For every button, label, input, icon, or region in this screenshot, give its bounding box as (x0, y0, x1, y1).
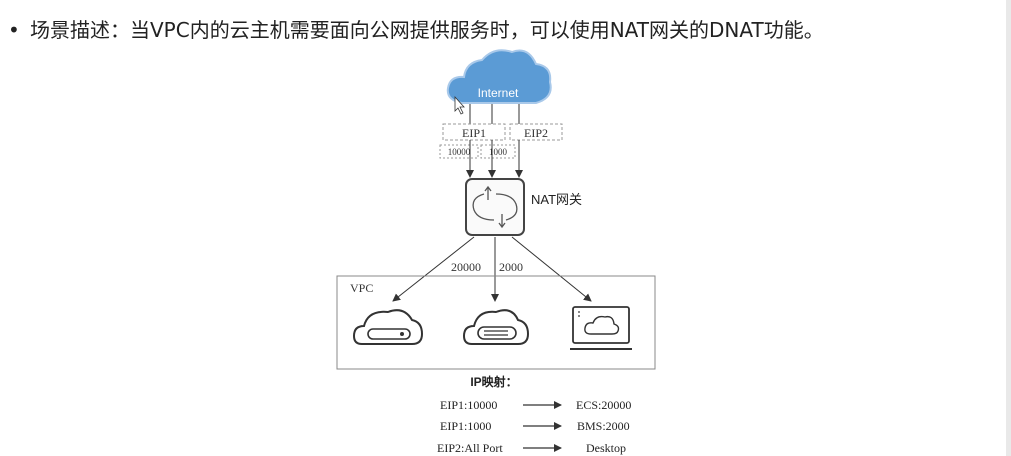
port-10000-label: 10000 (448, 147, 471, 157)
vpc-container (336, 275, 656, 370)
scenario-description: • 场景描述：当VPC内的云主机需要面向公网提供服务时，可以使用NAT网关的DNA… (8, 14, 824, 43)
mapping-row-3-to: Desktop (586, 441, 626, 455)
eip1-label: EIP1 (462, 126, 486, 140)
nat-gateway-icon (465, 178, 525, 236)
arrow-nat-desktop (511, 236, 592, 302)
desktop-monitor-icon (570, 306, 632, 350)
port-box-1000 (480, 144, 516, 159)
right-scroll-edge (1006, 0, 1011, 456)
mapping-row-3-from: EIP2:All Port (437, 441, 503, 455)
internet-label: Internet (478, 86, 519, 100)
internet-cloud-icon: Internet (446, 49, 552, 104)
arrow-nat-ecs (392, 236, 475, 302)
eip2-label: EIP2 (524, 126, 548, 140)
mapping-row-1-to: ECS:20000 (576, 398, 631, 412)
eip2-box (509, 123, 563, 141)
bullet: • (8, 18, 20, 42)
mapping-row-1-from: EIP1:10000 (440, 398, 497, 412)
bms-host-icon (462, 309, 530, 345)
port-box-10000 (439, 144, 479, 159)
link-label-2000: 2000 (499, 260, 523, 274)
headline-text: 场景描述：当VPC内的云主机需要面向公网提供服务时，可以使用NAT网关的DNAT… (30, 18, 824, 42)
mapping-row-2-to: BMS:2000 (577, 419, 630, 433)
nat-gateway-label: NAT网关 (531, 192, 582, 207)
ecs-host-icon (352, 309, 424, 345)
ip-mapping-title: IP映射： (470, 374, 517, 389)
mouse-cursor-icon (454, 95, 465, 115)
port-1000-label: 1000 (489, 147, 508, 157)
mapping-row-2-from: EIP1:1000 (440, 419, 491, 433)
link-label-20000: 20000 (451, 260, 481, 274)
vpc-label: VPC (350, 281, 373, 295)
eip1-box (442, 123, 506, 141)
